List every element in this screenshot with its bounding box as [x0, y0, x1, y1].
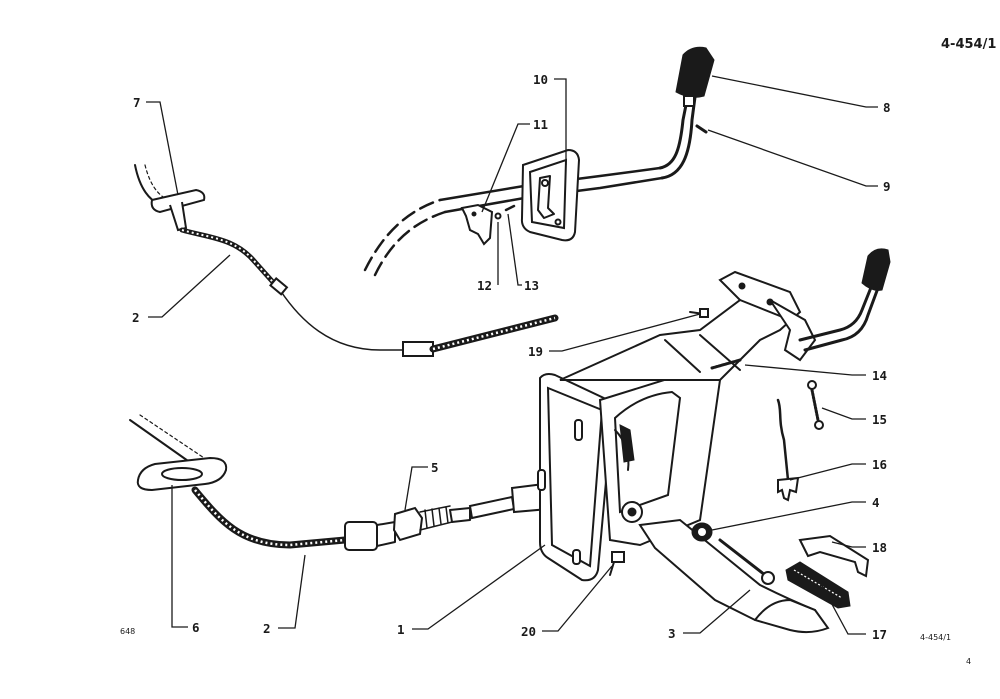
part-5-adjuster [344, 505, 453, 551]
drawing-ref-bottom: 4-454/1 [920, 633, 951, 642]
part-9-pin [695, 124, 708, 134]
callout-9: 9 [883, 179, 891, 194]
callout-16: 16 [872, 457, 887, 472]
part-12-washer [494, 212, 502, 220]
part-15-return-spring [807, 380, 824, 430]
part-6-grommet [136, 456, 228, 492]
page-mark: 4 [966, 657, 971, 666]
callout-11: 11 [533, 117, 548, 132]
plate-number: 648 [120, 627, 135, 636]
callout-14: 14 [872, 368, 887, 383]
part-19-bolt [689, 308, 709, 318]
part-14-spring [710, 358, 742, 370]
callout-7: 7 [133, 95, 141, 110]
part-10-guide-plate [520, 148, 581, 242]
part-7-cable-clip [150, 188, 206, 232]
callout-1: 1 [397, 622, 405, 637]
part-11-bracket [460, 203, 494, 246]
callout-2-lower: 2 [263, 621, 271, 636]
callout-10: 10 [533, 72, 548, 87]
part-4-grommet [691, 522, 713, 542]
part-17-pedal-pad [785, 561, 851, 609]
lower-hand-lever [798, 248, 891, 352]
callout-4: 4 [872, 495, 880, 510]
callout-19: 19 [528, 344, 543, 359]
callout-18: 18 [872, 540, 887, 555]
part-13-spring-pin [504, 204, 516, 212]
callout-13: 13 [524, 278, 539, 293]
callout-labels: 1 2 2 3 4 5 6 7 8 9 10 11 12 13 14 15 16… [132, 72, 891, 642]
part-8-knob [675, 46, 715, 107]
callout-5: 5 [431, 460, 439, 475]
part-3-pedal-arm [638, 518, 830, 634]
part-20-screw [609, 551, 625, 576]
callout-8: 8 [883, 100, 891, 115]
callout-20: 20 [521, 624, 536, 639]
part-16-clevis-rod [776, 398, 800, 502]
callout-12: 12 [477, 278, 492, 293]
part-2-upper-cable [179, 227, 559, 357]
callout-6: 6 [192, 620, 200, 635]
callout-15: 15 [872, 412, 887, 427]
pedal-pin [718, 538, 775, 585]
leader-lines [146, 75, 878, 635]
part-1-pedal-bracket [537, 270, 817, 582]
reference-marks: 4-454/1 4-454/1 648 4 [120, 37, 996, 666]
part-2-lower-cable [191, 486, 349, 549]
callout-17: 17 [872, 627, 887, 642]
callout-3: 3 [668, 626, 676, 641]
callout-2-upper: 2 [132, 310, 140, 325]
drawing-ref-top: 4-454/1 [941, 37, 996, 52]
